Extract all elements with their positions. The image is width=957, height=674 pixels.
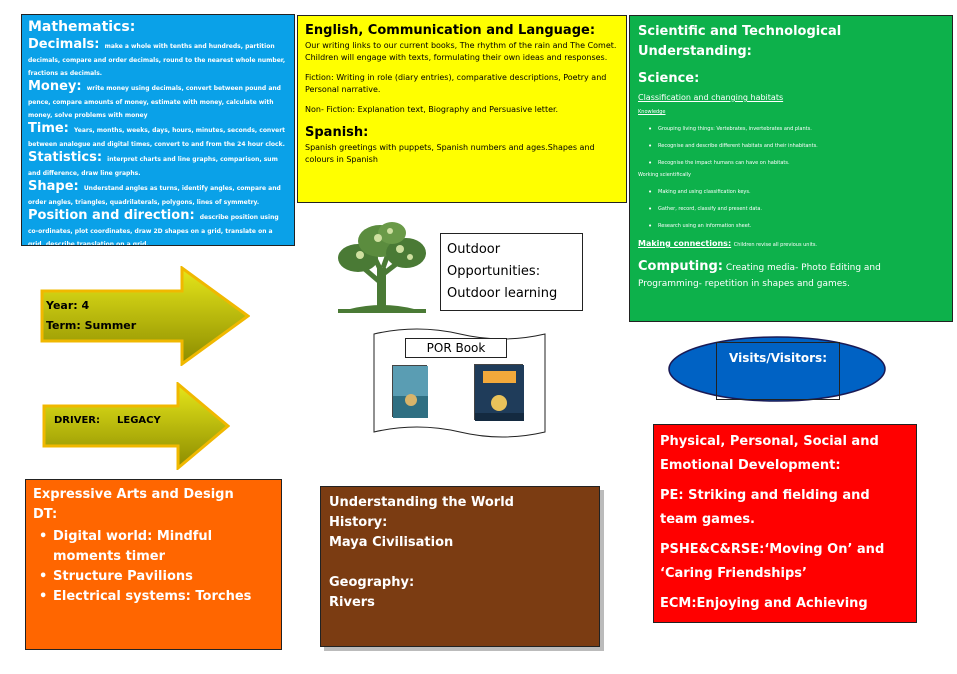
history-label: History: xyxy=(329,515,388,530)
outdoor-panel: Outdoor Opportunities: Outdoor learning xyxy=(440,233,583,311)
pshe-title-1: Physical, Personal, Social and xyxy=(660,434,879,449)
knowledge-label: Knowledge xyxy=(638,109,666,115)
computing: Computing: Creating media- Photo Editing… xyxy=(638,259,881,289)
driver-value: LEGACY xyxy=(117,415,161,426)
understanding-world-panel: Understanding the World History: Maya Ci… xyxy=(320,486,600,647)
expressive-arts-panel: Expressive Arts and Design DT: Digital w… xyxy=(25,479,282,650)
list-item: Recognise and describe different habitat… xyxy=(648,142,944,150)
arts-title: Expressive Arts and Design xyxy=(33,487,234,502)
driver-label: DRIVER: xyxy=(54,415,100,426)
tree-logo-icon xyxy=(338,222,426,313)
science-topic: Classification and changing habitats xyxy=(638,93,784,102)
visits-label: Visits/Visitors: xyxy=(716,342,840,400)
arts-list: Digital world: Mindful moments timer Str… xyxy=(39,527,274,607)
list-item: Electrical systems: Torches xyxy=(39,587,274,607)
math-topic-shape: Shape: Understand angles as turns, ident… xyxy=(28,179,281,206)
working-list: Making and using classification keys. Ga… xyxy=(648,188,944,230)
visits-ellipse-icon xyxy=(668,336,886,402)
geography-label: Geography: xyxy=(329,575,415,590)
science-panel: Scientific and Technological Understandi… xyxy=(629,15,953,322)
book-cover-rhythm xyxy=(392,365,428,418)
outdoor-line-2: Opportunities: xyxy=(447,264,541,279)
english-fiction: Fiction: Writing in role (diary entries)… xyxy=(305,73,607,94)
knowledge-list: Grouping living things: Vertebrates, inv… xyxy=(648,125,944,167)
english-title: English, Communication and Language: xyxy=(305,23,596,38)
english-intro: Our writing links to our current books, … xyxy=(305,41,617,62)
science-subtitle: Science: xyxy=(638,71,700,86)
book-cover-rhythm-icon xyxy=(393,366,428,418)
geography-text: Rivers xyxy=(329,595,375,610)
year-label: Year: 4 xyxy=(46,299,90,312)
list-item: Structure Pavilions xyxy=(39,567,274,587)
year-term-arrow: Year: 4 Term: Summer xyxy=(40,266,250,366)
arrow-shape-icon xyxy=(40,266,250,366)
working-scientifically-label: Working scientifically xyxy=(638,172,692,178)
pshe-panel: Physical, Personal, Social and Emotional… xyxy=(653,424,917,623)
english-panel: English, Communication and Language: Our… xyxy=(297,15,627,203)
math-topic-money: Money: write money using decimals, conve… xyxy=(28,79,281,119)
list-item: Digital world: Mindful moments timer xyxy=(39,527,274,567)
spanish-text: Spanish greetings with puppets, Spanish … xyxy=(305,143,595,164)
dt-label: DT: xyxy=(33,507,58,522)
math-topic-position: Position and direction: describe positio… xyxy=(28,208,279,246)
science-title: Scientific and Technological Understandi… xyxy=(638,24,842,59)
outdoor-line-1: Outdoor xyxy=(447,242,501,257)
mathematics-panel: Mathematics: Decimals: make a whole with… xyxy=(21,14,295,246)
driver-arrow: DRIVER: LEGACY xyxy=(40,382,230,470)
list-item: Making and using classification keys. xyxy=(648,188,944,196)
spanish-title: Spanish: xyxy=(305,125,369,140)
list-item: Research using an information sheet. xyxy=(648,222,944,230)
book-title: POR Book xyxy=(405,338,507,358)
book-cover-comet xyxy=(474,364,524,421)
ecm-text: ECM:Enjoying and Achieving xyxy=(660,596,868,611)
term-label: Term: Summer xyxy=(46,319,137,332)
mathematics-title: Mathematics: xyxy=(28,19,136,35)
math-topic-statistics: Statistics: interpret charts and line gr… xyxy=(28,150,278,177)
pshe-text: PSHE&C&RSE:‘Moving On’ and ‘Caring Frien… xyxy=(660,542,885,581)
book-cover-comet-icon xyxy=(475,365,524,421)
pshe-title-2: Emotional Development: xyxy=(660,458,841,473)
list-item: Grouping living things: Vertebrates, inv… xyxy=(648,125,944,133)
making-connections: Making connections: Children revise all … xyxy=(638,239,818,248)
english-nonfiction: Non- Fiction: Explanation text, Biograph… xyxy=(305,105,559,114)
world-title: Understanding the World xyxy=(329,495,514,510)
list-item: Recognise the impact humans can have on … xyxy=(648,159,944,167)
list-item: Gather, record, classify and present dat… xyxy=(648,205,944,213)
pe-text: PE: Striking and fielding and team games… xyxy=(660,488,870,527)
history-text: Maya Civilisation xyxy=(329,535,454,550)
outdoor-line-3: Outdoor learning xyxy=(447,286,558,301)
math-topic-decimals: Decimals: make a whole with tenths and h… xyxy=(28,37,286,77)
math-topic-time: Time: Years, months, weeks, days, hours,… xyxy=(28,121,286,148)
arrow-shape-icon xyxy=(42,382,230,470)
